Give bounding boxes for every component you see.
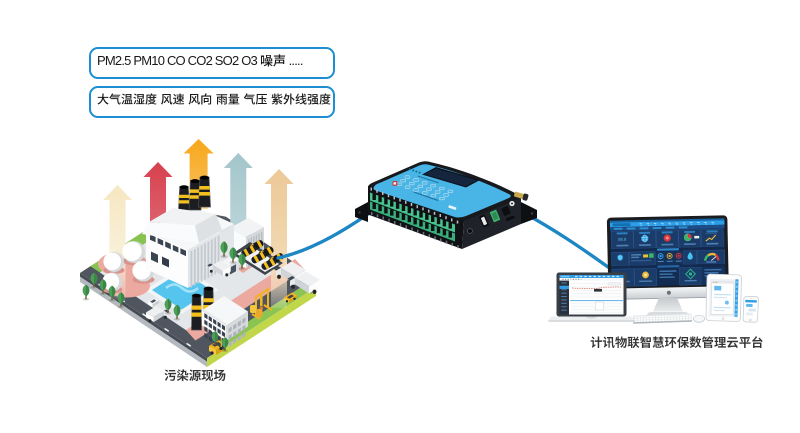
svg-text:88.8: 88.8	[618, 237, 627, 242]
